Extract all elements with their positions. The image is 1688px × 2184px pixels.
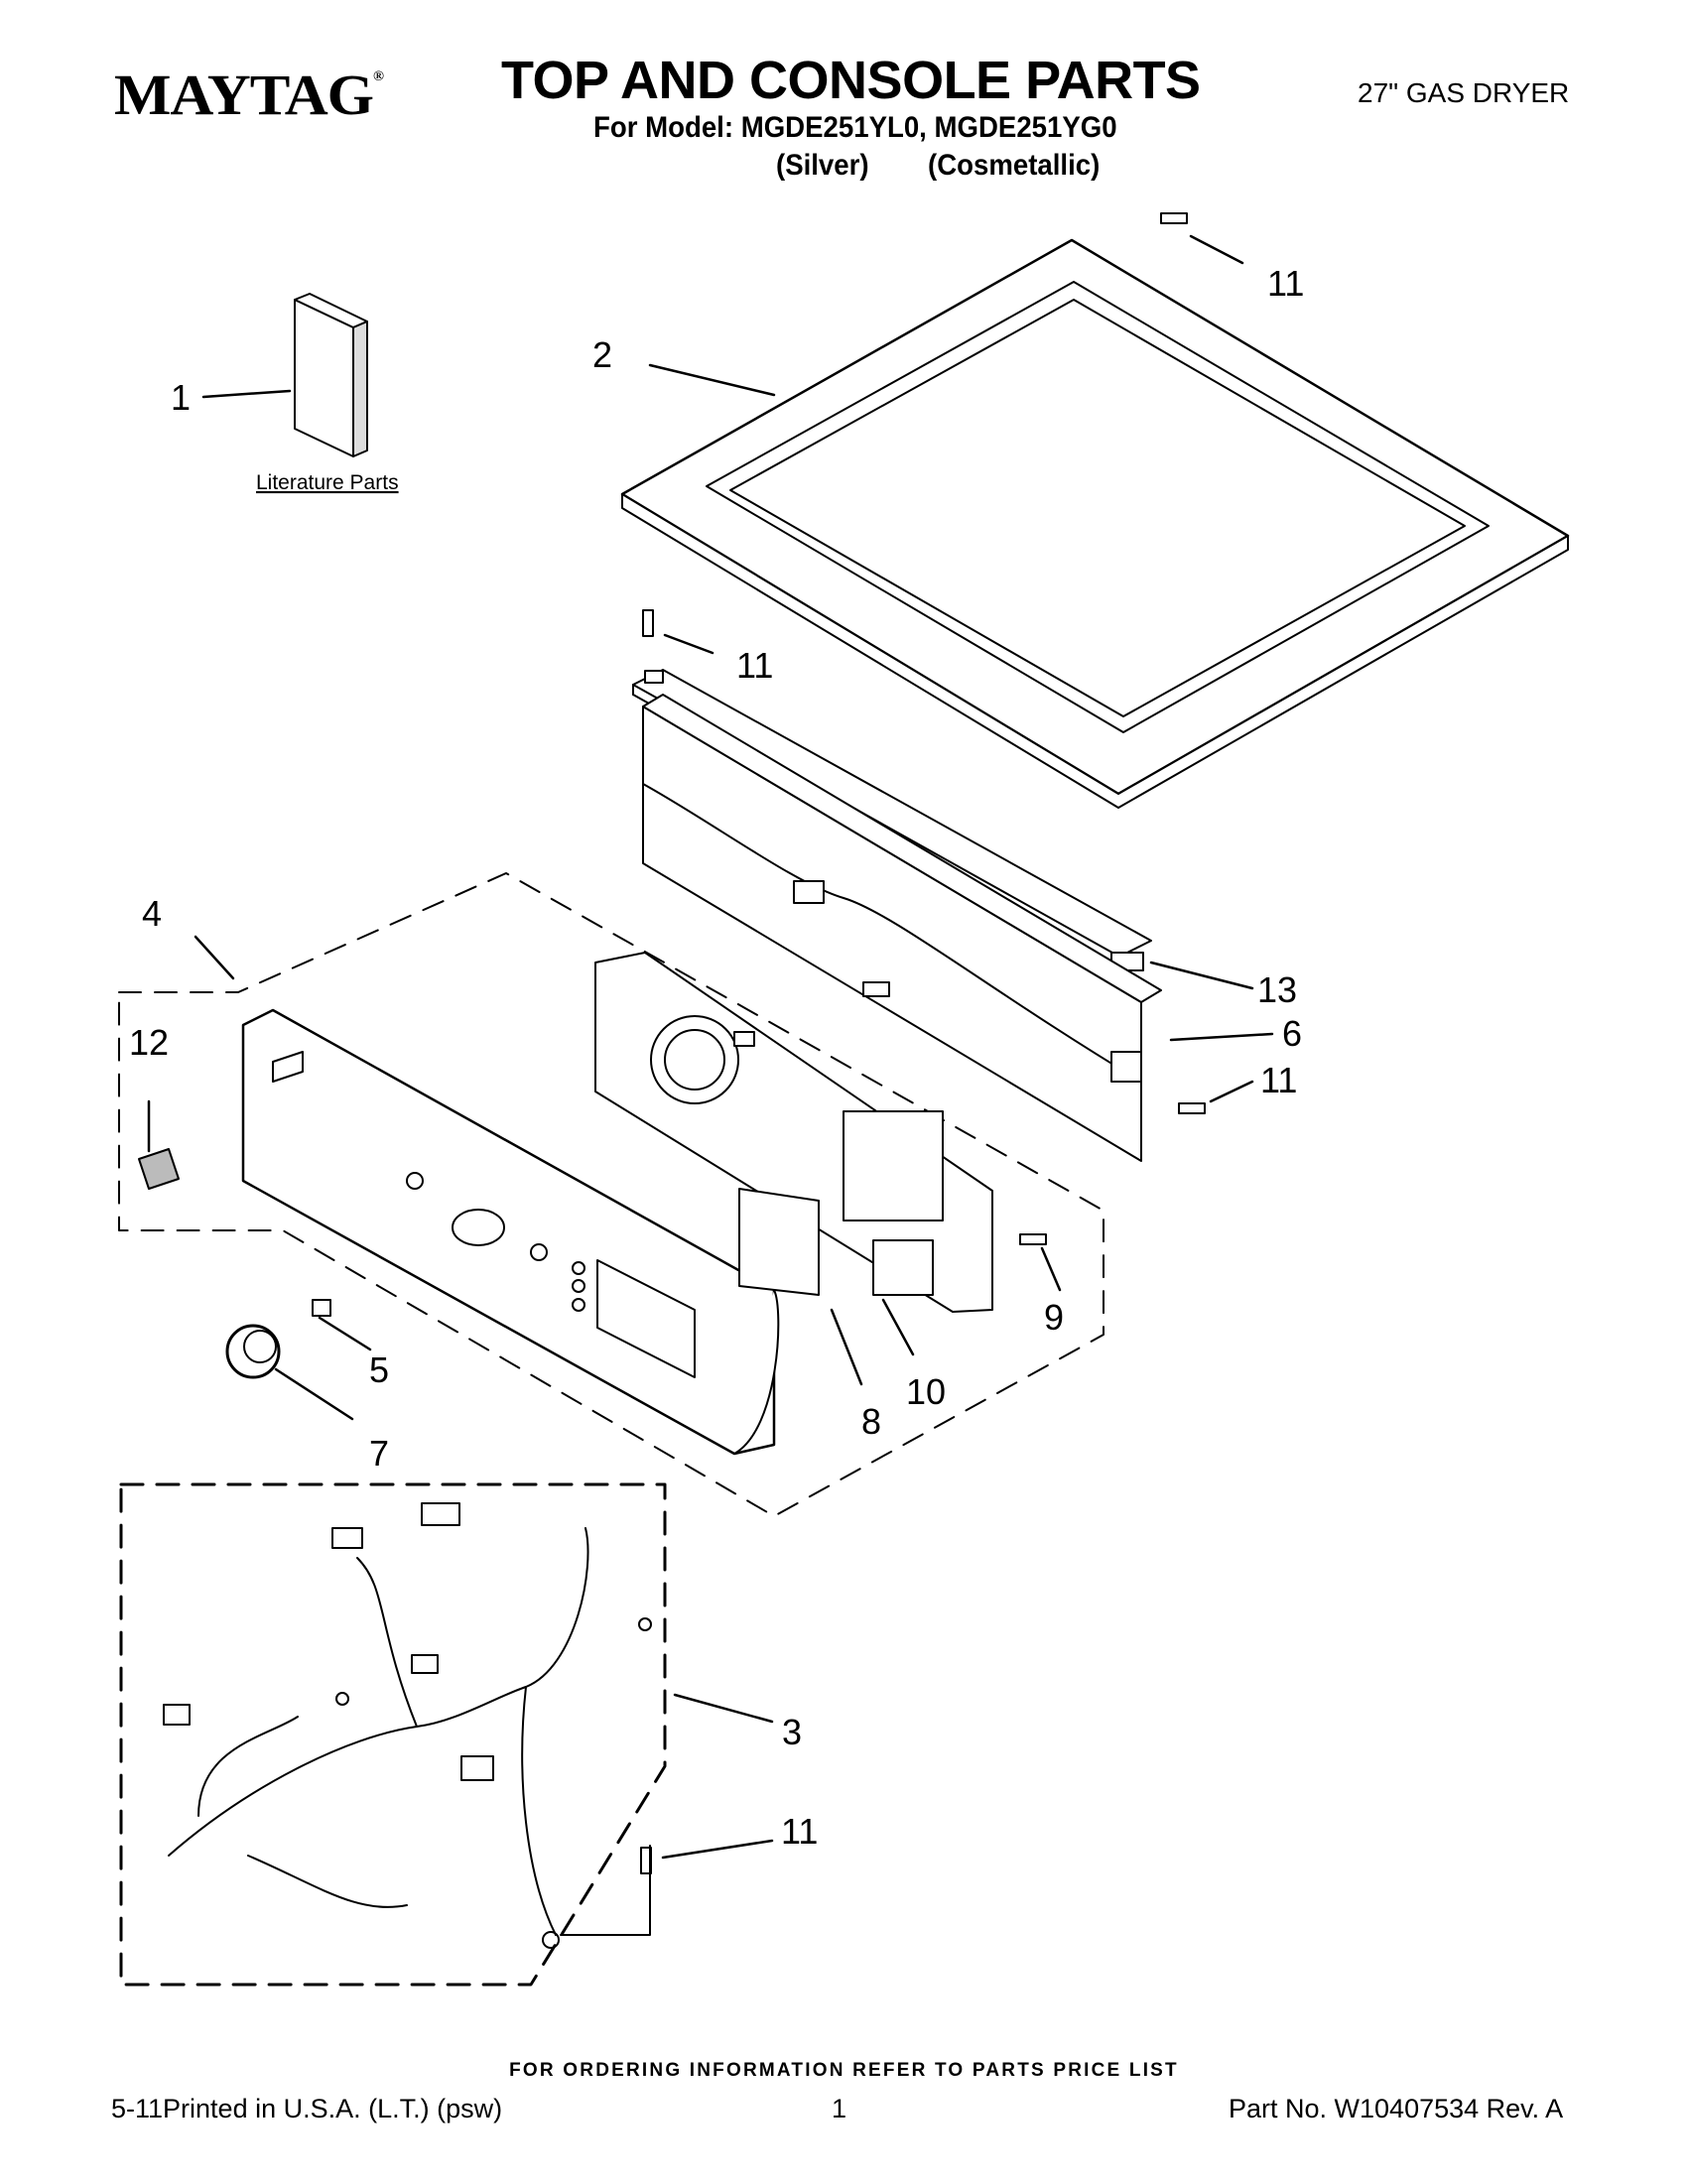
top-panel <box>620 238 1570 809</box>
callout-5: 5 <box>369 1349 389 1390</box>
model-line: For Model: MGDE251YL0, MGDE251YG0 <box>593 111 1117 144</box>
callout-3: 3 <box>782 1712 802 1752</box>
literature-booklet <box>294 293 368 457</box>
variant-silver: (Silver) <box>776 149 869 182</box>
console-panel <box>241 1008 780 1456</box>
callout-12: 12 <box>129 1022 169 1063</box>
knob <box>225 1324 281 1379</box>
callout-6: 6 <box>1282 1013 1302 1054</box>
display-module <box>738 1188 820 1296</box>
screw-icons <box>640 212 1206 1874</box>
callout-8: 8 <box>861 1401 881 1442</box>
page-number: 1 <box>832 2094 847 2123</box>
callout-11-side: 11 <box>1260 1060 1297 1100</box>
maytag-logo: MAYTAG® <box>114 63 384 127</box>
literature-parts-label: Literature Parts <box>256 471 399 494</box>
leader-lines <box>147 234 1274 1860</box>
part-number: Part No. W10407534 Rev. A <box>1229 2094 1564 2123</box>
variant-cosmetallic: (Cosmetallic) <box>928 149 1101 182</box>
callout-11-harness: 11 <box>781 1811 818 1852</box>
callout-4: 4 <box>142 893 162 934</box>
callout-9: 9 <box>1044 1297 1064 1338</box>
callout-1: 1 <box>171 377 191 418</box>
callout-2: 2 <box>592 334 612 375</box>
page-title: TOP AND CONSOLE PARTS <box>501 51 1201 110</box>
callout-11-bracket: 11 <box>736 645 773 686</box>
callout-10: 10 <box>906 1371 946 1412</box>
knob-clip <box>312 1299 331 1317</box>
button-part <box>138 1148 180 1190</box>
callout-11-top: 11 <box>1267 263 1304 304</box>
callout-7: 7 <box>369 1433 389 1474</box>
print-info: 5-11Printed in U.S.A. (L.T.) (psw) <box>111 2094 503 2123</box>
dryer-type: 27" GAS DRYER <box>1358 77 1570 108</box>
control-board <box>594 952 993 1313</box>
ordering-note: FOR ORDERING INFORMATION REFER TO PARTS … <box>509 2060 1179 2081</box>
wiring-harness <box>163 1502 652 1949</box>
console-bracket-lower <box>642 694 1162 1162</box>
callout-13: 13 <box>1257 969 1297 1010</box>
